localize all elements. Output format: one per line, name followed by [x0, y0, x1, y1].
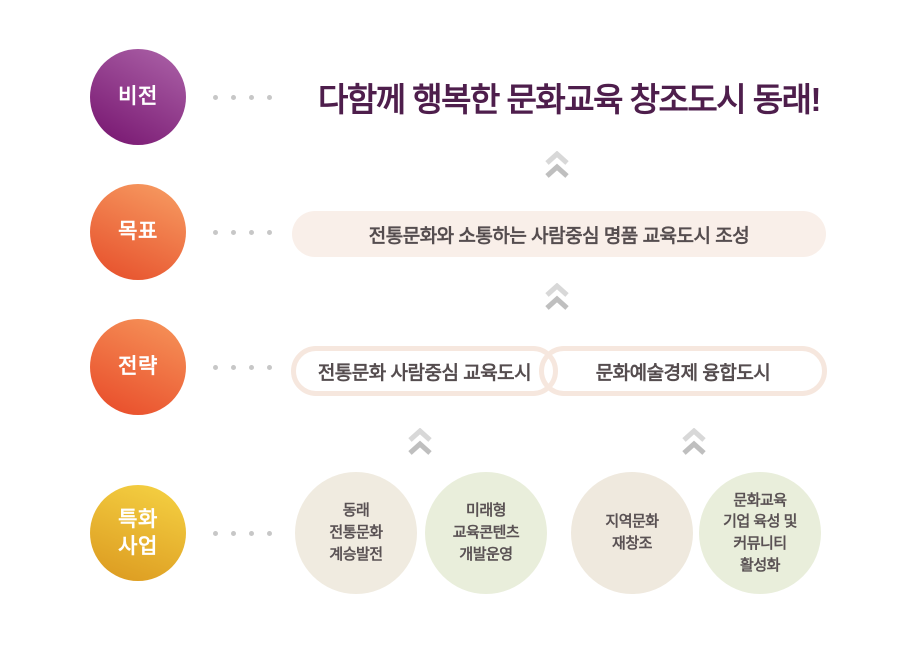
double-chevron-up-icon	[408, 428, 432, 455]
strategy-pill-education-city: 전통문화 사람중심 교육도시	[291, 346, 558, 396]
double-chevron-up-icon	[545, 151, 569, 178]
double-chevron-up-icon	[545, 283, 569, 310]
strategy-badge: 전략	[90, 319, 186, 415]
double-chevron-up-icon	[682, 428, 706, 455]
vision-title: 다함께 행복한 문화교육 창조도시 동래!	[318, 81, 821, 118]
strategy-badge-label: 전략	[118, 355, 158, 379]
dot-connector-icon	[213, 95, 272, 100]
dot-connector-icon	[213, 230, 272, 235]
special-item-future-education-content: 미래형 교육콘텐츠 개발운영	[425, 472, 547, 594]
special-item-culture-education-community: 문화교육 기업 육성 및 커뮤니티 활성화	[699, 472, 821, 594]
strategy-pill-convergence-city: 문화예술경제 융합도시	[539, 346, 827, 396]
goal-badge: 목표	[90, 184, 186, 280]
vision-badge: 비전	[90, 49, 186, 145]
special-projects-badge-line: 사업	[118, 535, 158, 558]
special-item-local-culture-recreation: 지역문화 재창조	[571, 472, 693, 594]
dot-connector-icon	[213, 531, 272, 536]
special-projects-badge: 특화 사업	[90, 485, 186, 581]
goal-badge-label: 목표	[118, 220, 158, 244]
special-projects-badge-line: 특화	[118, 507, 158, 531]
vision-badge-label: 비전	[118, 85, 158, 109]
dot-connector-icon	[213, 365, 272, 370]
special-item-dongnae-heritage: 동래 전통문화 계승발전	[295, 472, 417, 594]
goal-statement-pill: 전통문화와 소통하는 사람중심 명품 교육도시 조성	[292, 211, 826, 257]
